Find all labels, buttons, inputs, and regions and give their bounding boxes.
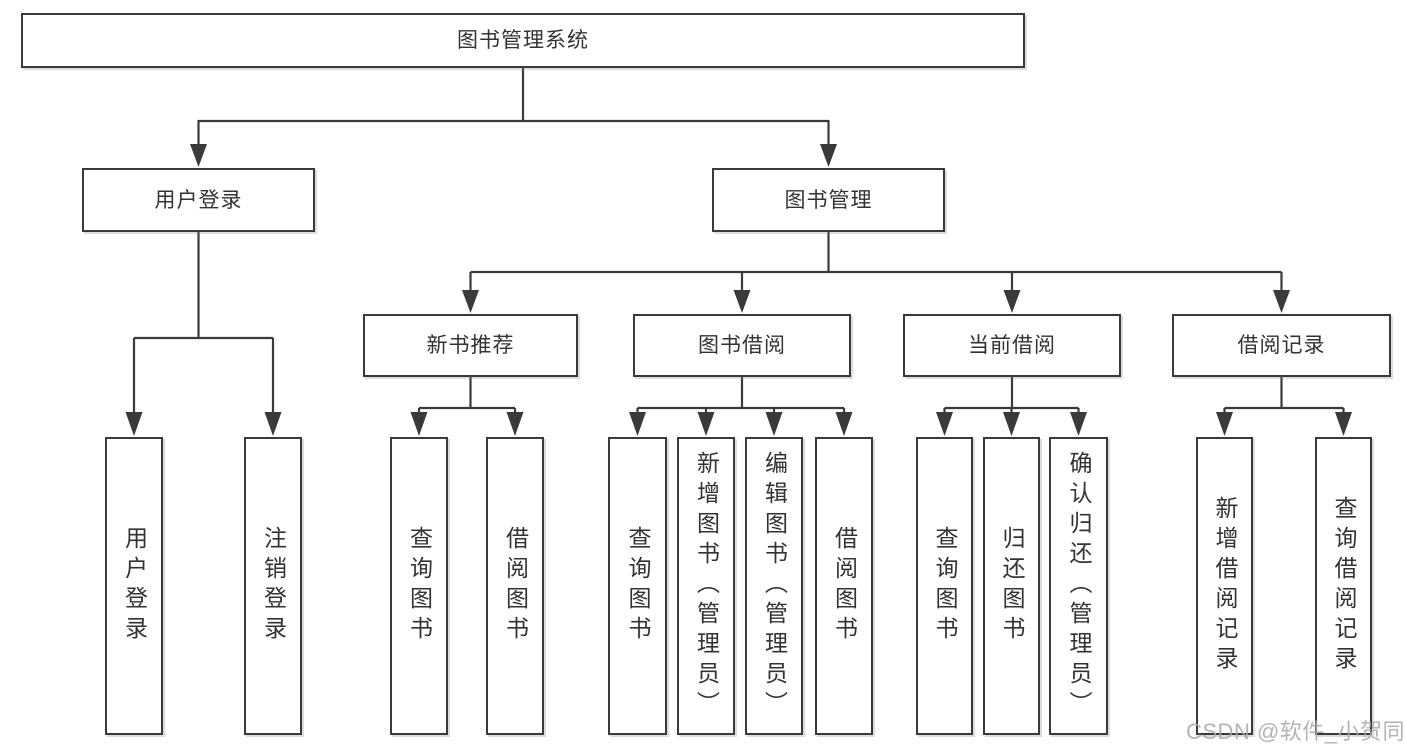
leaf-label: 借阅图书: [502, 526, 529, 646]
leaf-label: 用户登录: [121, 526, 148, 646]
node-label: 图书借阅: [698, 334, 786, 357]
node-book-borrowing: 图书借阅: [633, 314, 851, 377]
leaf-borrowing-edit-book-admin: 编辑图书（管理员）: [745, 437, 803, 735]
leaf-label: 注销登录: [260, 526, 287, 646]
node-borrowing-records: 借阅记录: [1172, 314, 1391, 377]
node-label: 图书管理系统: [457, 29, 589, 52]
leaf-label: 查询借阅记录: [1331, 496, 1357, 676]
node-current-borrowing: 当前借阅: [903, 314, 1121, 377]
leaf-current-confirm-return-admin: 确认归还（管理员）: [1049, 437, 1108, 735]
leaf-logout-login: 注销登录: [244, 437, 302, 735]
leaf-label: 确认归还（管理员）: [1066, 451, 1092, 721]
leaf-current-query-book: 查询图书: [916, 437, 973, 735]
node-label: 新书推荐: [426, 334, 515, 357]
node-library-management-system: 图书管理系统: [21, 13, 1025, 68]
leaf-recommend-query-book: 查询图书: [390, 437, 448, 735]
leaf-borrowing-borrow-book: 借阅图书: [815, 437, 873, 735]
node-label: 借阅记录: [1237, 334, 1326, 357]
leaf-records-add-borrow-record: 新增借阅记录: [1196, 437, 1253, 735]
leaf-recommend-borrow-book: 借阅图书: [486, 437, 544, 735]
leaf-label: 新增借阅记录: [1212, 496, 1238, 676]
leaf-borrowing-query-book: 查询图书: [608, 437, 667, 735]
node-user-login: 用户登录: [82, 168, 315, 232]
leaf-records-query-borrow-record: 查询借阅记录: [1315, 437, 1372, 735]
leaf-label: 查询图书: [406, 526, 433, 646]
leaf-label: 编辑图书（管理员）: [761, 451, 788, 721]
leaf-current-return-book: 归还图书: [983, 437, 1040, 735]
leaf-label: 查询图书: [932, 526, 958, 646]
node-label: 图书管理: [784, 188, 873, 212]
node-label: 用户登录: [154, 188, 243, 212]
leaf-label: 查询图书: [625, 526, 651, 646]
leaf-label: 归还图书: [999, 526, 1025, 646]
node-book-management: 图书管理: [712, 168, 945, 232]
leaf-user-login: 用户登录: [105, 437, 163, 735]
leaf-borrowing-add-book-admin: 新增图书（管理员）: [677, 437, 735, 735]
node-label: 当前借阅: [968, 334, 1056, 357]
leaf-label: 新增图书（管理员）: [693, 451, 720, 721]
leaf-label: 借阅图书: [831, 526, 858, 646]
node-new-book-recommend: 新书推荐: [363, 314, 578, 377]
csdn-watermark: CSDN @软件_小贺同学: [1186, 719, 1405, 744]
